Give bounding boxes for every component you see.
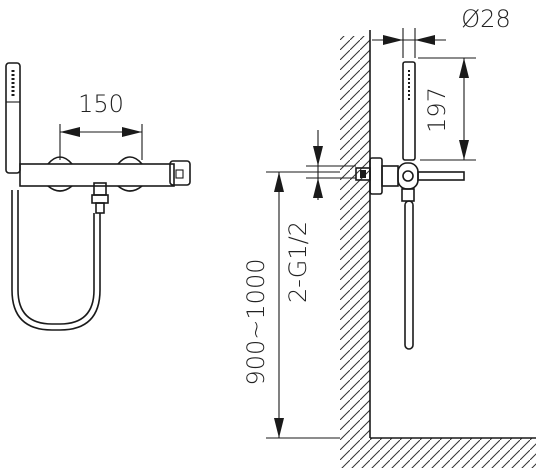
front-view: 150 [5,62,191,331]
hand-shower-side [402,61,416,161]
hand-shower [5,62,21,174]
wall [340,30,536,468]
dimension-diameter: Ø28 [372,5,511,58]
side-view: Ø28 197 2-G1/2 900~1000 [242,5,536,468]
dimension-mount-height: 900~1000 [242,171,340,439]
hose-side [404,200,414,350]
dimension-thread-label: 2-G1/2 [284,221,312,303]
dimension-mount-height-label: 900~1000 [242,259,270,386]
dimension-spacing: 150 [59,90,143,160]
dimension-diameter-label: Ø28 [461,5,510,33]
wall-connection [355,157,465,202]
dimension-holder-height-label: 197 [423,87,451,133]
dimension-spacing-label: 150 [78,90,124,118]
dimension-holder-height: 197 [418,57,476,161]
dimension-thread: 2-G1/2 [284,130,356,303]
shower-hose [11,190,101,331]
mixer-body [19,156,191,214]
